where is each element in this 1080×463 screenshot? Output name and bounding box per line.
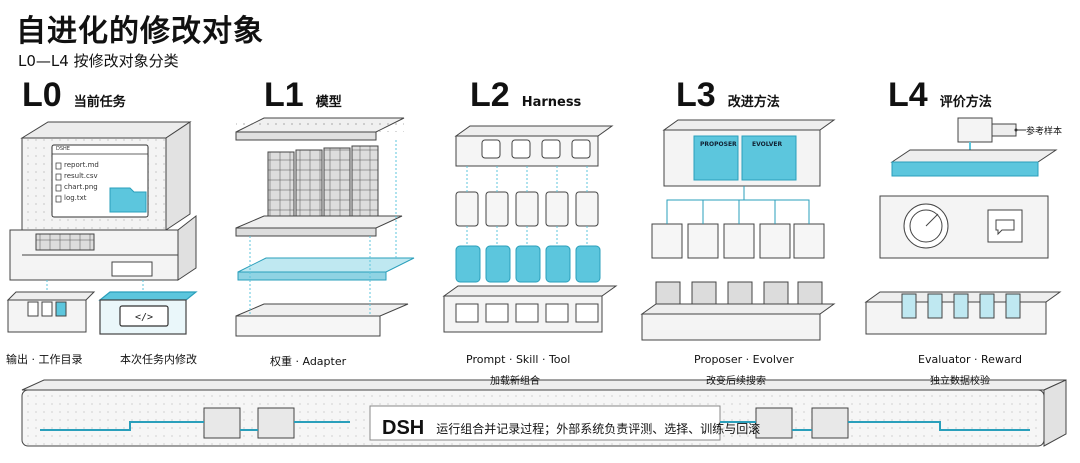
- level-l0-header: L0 当前任务: [22, 76, 126, 115]
- svg-text:</>: </>: [135, 312, 153, 323]
- level-name: 当前任务: [73, 95, 126, 110]
- dsh-code: DSH: [382, 417, 425, 439]
- level-code: L1: [264, 76, 304, 114]
- l0-window-label: DSHE: [56, 146, 70, 152]
- level-name: 改进方法: [727, 95, 780, 110]
- l0-file-name: report.md: [64, 161, 99, 169]
- dsh-chassis: [21, 379, 1067, 447]
- l4-caption: Evaluator · Reward: [918, 353, 1022, 366]
- l0-caption-output: 输出 · 工作目录: [6, 353, 83, 366]
- level-code: L3: [676, 76, 716, 114]
- l3-subcaption: 改变后续搜索: [706, 376, 766, 387]
- l0-file-name: result.csv: [64, 172, 98, 180]
- l2-subcaption: 加载新组合: [490, 376, 540, 387]
- level-code: L0: [22, 76, 62, 114]
- level-l2-header: L2 Harness: [470, 76, 581, 115]
- level-name: Harness: [521, 95, 582, 110]
- l3-machine: [640, 119, 836, 341]
- l2-machine: [442, 125, 618, 333]
- l3-caption: Proposer · Evolver: [694, 353, 794, 366]
- l0-edit-tray: </>: [98, 291, 198, 335]
- level-l3-header: L3 改进方法: [676, 76, 780, 115]
- level-code: L2: [470, 76, 510, 114]
- level-code: L4: [888, 76, 928, 114]
- l4-machine: [864, 117, 1062, 335]
- l3-panel-proposer: PROPOSER: [700, 141, 737, 148]
- l0-file-window: [51, 144, 149, 218]
- level-l1-header: L1 模型: [264, 76, 342, 115]
- page-subtitle: L0—L4 按修改对象分类: [18, 52, 179, 70]
- l0-file-name: log.txt: [64, 194, 87, 202]
- l0-output-tray: [6, 291, 96, 333]
- l2-caption: Prompt · Skill · Tool: [466, 353, 571, 366]
- page-title: 自进化的修改对象: [16, 14, 264, 49]
- level-name: 模型: [315, 95, 342, 110]
- level-name: 评价方法: [939, 95, 992, 110]
- l4-reference-label: 参考样本: [1026, 127, 1063, 137]
- l0-file-name: chart.png: [64, 183, 98, 191]
- level-l4-header: L4 评价方法: [888, 76, 992, 115]
- dsh-label: DSH 运行组合并记录过程；外部系统负责评测、选择、训练与回滚: [382, 417, 760, 440]
- dsh-description: 运行组合并记录过程；外部系统负责评测、选择、训练与回滚: [436, 422, 761, 436]
- l0-caption-edit: 本次任务内修改: [120, 353, 197, 366]
- l1-machine: [235, 117, 415, 337]
- l1-caption: 权重 · Adapter: [270, 355, 347, 368]
- l3-panel-evolver: EVOLVER: [752, 141, 783, 148]
- l4-subcaption: 独立数据校验: [930, 376, 990, 387]
